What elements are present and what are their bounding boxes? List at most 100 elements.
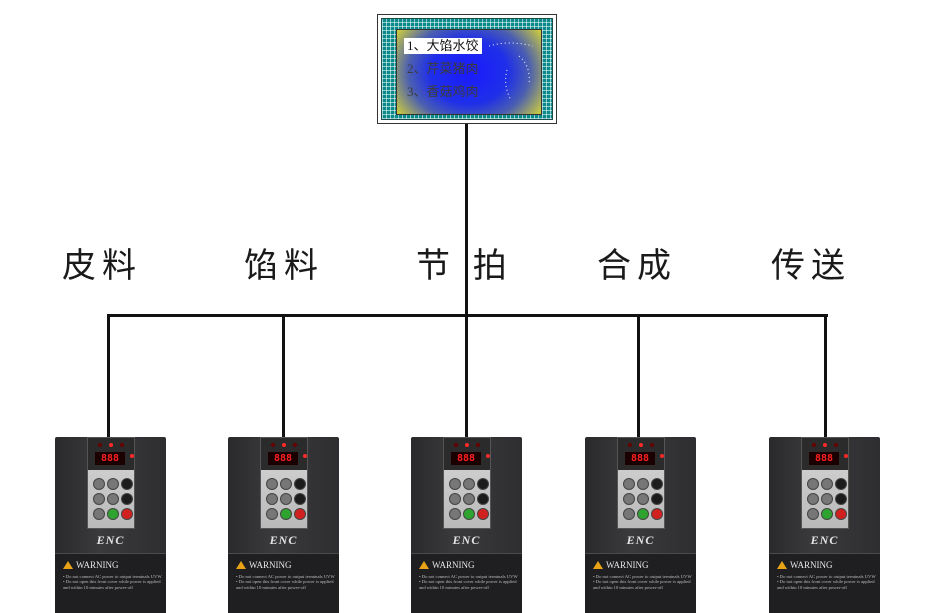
key-down[interactable] bbox=[463, 493, 475, 505]
key-stop[interactable] bbox=[294, 508, 306, 520]
status-led bbox=[639, 443, 643, 447]
warning-icon bbox=[777, 561, 787, 569]
brand-logo: ENC bbox=[96, 533, 125, 547]
status-led bbox=[465, 443, 469, 447]
trunk-wire bbox=[465, 124, 468, 316]
brand-logo: ENC bbox=[810, 533, 839, 547]
key-enter[interactable] bbox=[121, 478, 133, 490]
status-led bbox=[476, 443, 480, 447]
label-he-cheng: 合成 bbox=[597, 246, 677, 286]
key-shift[interactable] bbox=[266, 493, 278, 505]
inverter-3: 888 ENC WARNING • Do not connect AC powe… bbox=[411, 437, 522, 613]
key-up[interactable] bbox=[280, 478, 292, 490]
warning-text: • Do not connect AC power to output term… bbox=[63, 574, 162, 590]
label-pi-liao: 皮料 bbox=[62, 246, 142, 286]
inverter-keypad: 888 bbox=[801, 437, 849, 529]
inverter-keypad: 888 bbox=[260, 437, 308, 529]
key-run[interactable] bbox=[280, 508, 292, 520]
menu-item-1[interactable]: 1、大馅水饺 bbox=[404, 38, 482, 54]
drop-wire-2 bbox=[282, 314, 285, 438]
inverter-keypad: 888 bbox=[617, 437, 665, 529]
warning-title: WARNING bbox=[76, 560, 119, 570]
menu-item-2[interactable]: 2、芹菜猪肉 bbox=[407, 61, 479, 76]
drop-wire-1 bbox=[107, 314, 110, 438]
brand-logo: ENC bbox=[269, 533, 298, 547]
key-func[interactable] bbox=[121, 493, 133, 505]
key-down[interactable] bbox=[821, 493, 833, 505]
status-led bbox=[293, 443, 297, 447]
status-led bbox=[660, 454, 664, 458]
key-enter[interactable] bbox=[294, 478, 306, 490]
status-led bbox=[650, 443, 654, 447]
key-shift[interactable] bbox=[623, 493, 635, 505]
inverter-keypad: 888 bbox=[87, 437, 135, 529]
key-enter[interactable] bbox=[477, 478, 489, 490]
status-led bbox=[120, 443, 124, 447]
key-enter[interactable] bbox=[835, 478, 847, 490]
warning-plate: WARNING • Do not connect AC power to out… bbox=[769, 553, 880, 613]
key-prg[interactable] bbox=[623, 478, 635, 490]
hmi-screen[interactable]: 1、大馅水饺 2、芹菜猪肉 3、香菇鸡肉 bbox=[396, 29, 542, 115]
key-mf[interactable] bbox=[449, 508, 461, 520]
key-prg[interactable] bbox=[266, 478, 278, 490]
key-stop[interactable] bbox=[121, 508, 133, 520]
key-mf[interactable] bbox=[93, 508, 105, 520]
warning-icon bbox=[419, 561, 429, 569]
drop-wire-4 bbox=[637, 314, 640, 438]
key-prg[interactable] bbox=[807, 478, 819, 490]
menu-item-3[interactable]: 3、香菇鸡肉 bbox=[407, 84, 479, 99]
warning-title: WARNING bbox=[249, 560, 292, 570]
key-run[interactable] bbox=[107, 508, 119, 520]
key-mf[interactable] bbox=[623, 508, 635, 520]
key-func[interactable] bbox=[294, 493, 306, 505]
led-display: 888 bbox=[451, 452, 481, 465]
key-prg[interactable] bbox=[93, 478, 105, 490]
dotted-decoration bbox=[489, 42, 534, 101]
status-led bbox=[454, 443, 458, 447]
key-up[interactable] bbox=[107, 478, 119, 490]
key-func[interactable] bbox=[835, 493, 847, 505]
inverter-keypad: 888 bbox=[443, 437, 491, 529]
key-prg[interactable] bbox=[449, 478, 461, 490]
drop-wire-3 bbox=[465, 314, 468, 438]
warning-text: • Do not connect AC power to output term… bbox=[419, 574, 518, 590]
warning-title: WARNING bbox=[432, 560, 475, 570]
key-mf[interactable] bbox=[266, 508, 278, 520]
warning-text: • Do not connect AC power to output term… bbox=[236, 574, 335, 590]
warning-plate: WARNING • Do not connect AC power to out… bbox=[228, 553, 339, 613]
key-stop[interactable] bbox=[835, 508, 847, 520]
key-up[interactable] bbox=[821, 478, 833, 490]
hmi-panel: 1、大馅水饺 2、芹菜猪肉 3、香菇鸡肉 bbox=[377, 14, 557, 124]
key-stop[interactable] bbox=[651, 508, 663, 520]
status-led bbox=[109, 443, 113, 447]
led-display: 888 bbox=[95, 452, 125, 465]
key-up[interactable] bbox=[463, 478, 475, 490]
status-led bbox=[303, 454, 307, 458]
key-shift[interactable] bbox=[449, 493, 461, 505]
key-run[interactable] bbox=[463, 508, 475, 520]
key-shift[interactable] bbox=[807, 493, 819, 505]
key-run[interactable] bbox=[821, 508, 833, 520]
warning-text: • Do not connect AC power to output term… bbox=[593, 574, 692, 590]
key-down[interactable] bbox=[280, 493, 292, 505]
key-down[interactable] bbox=[107, 493, 119, 505]
warning-icon bbox=[236, 561, 246, 569]
hmi-frame: 1、大馅水饺 2、芹菜猪肉 3、香菇鸡肉 bbox=[381, 18, 553, 120]
key-func[interactable] bbox=[651, 493, 663, 505]
key-stop[interactable] bbox=[477, 508, 489, 520]
key-shift[interactable] bbox=[93, 493, 105, 505]
key-enter[interactable] bbox=[651, 478, 663, 490]
warning-icon bbox=[593, 561, 603, 569]
key-mf[interactable] bbox=[807, 508, 819, 520]
key-func[interactable] bbox=[477, 493, 489, 505]
status-led bbox=[628, 443, 632, 447]
warning-icon bbox=[63, 561, 73, 569]
inverter-4: 888 ENC WARNING • Do not connect AC powe… bbox=[585, 437, 696, 613]
key-run[interactable] bbox=[637, 508, 649, 520]
led-display: 888 bbox=[809, 452, 839, 465]
key-up[interactable] bbox=[637, 478, 649, 490]
status-led bbox=[282, 443, 286, 447]
warning-plate: WARNING • Do not connect AC power to out… bbox=[55, 553, 166, 613]
key-down[interactable] bbox=[637, 493, 649, 505]
status-led bbox=[834, 443, 838, 447]
